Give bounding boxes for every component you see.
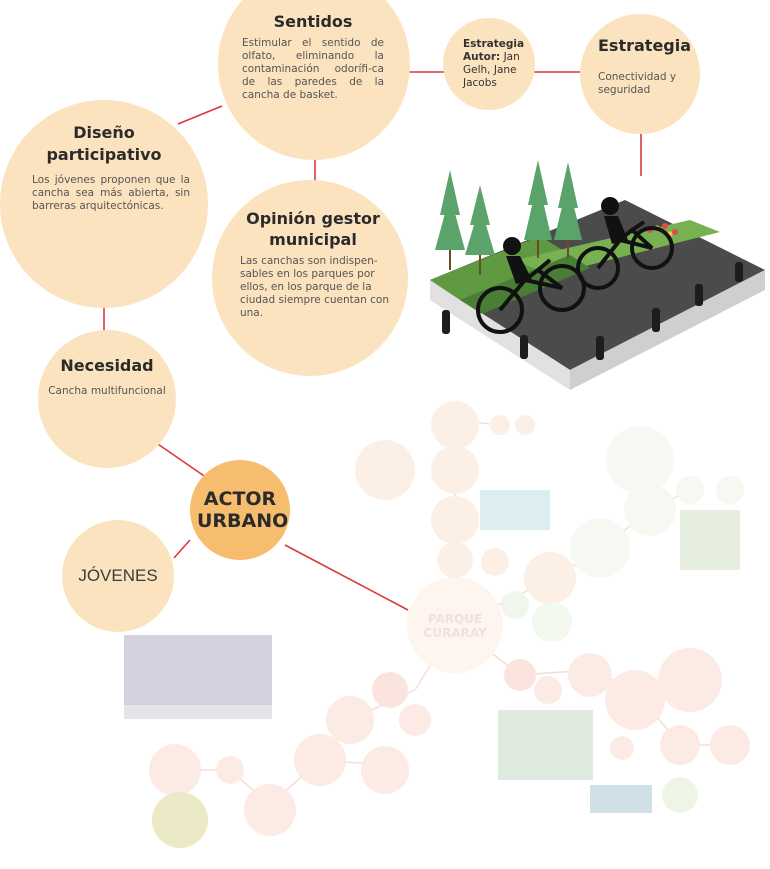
node-estrategia: Estrategia Conectividad y seguridad (580, 14, 700, 134)
cyclist-back (576, 220, 674, 290)
sentidos-text: Estimular el sentido de olfato, eliminan… (242, 37, 384, 101)
connector-diseno-sentidos (177, 105, 223, 125)
necesidad-text: Cancha multifuncional (48, 385, 166, 397)
node-jovenes: JÓVENES (62, 520, 174, 632)
opinion-title: Opinión gestor municipal (246, 209, 380, 249)
faded-parque-label: PARQUE CURARAY (423, 612, 487, 640)
node-sentidos: Sentidos Estimular el sentido de olfato,… (218, 0, 410, 160)
node-estrategia-autor: Estrategia Autor: Jan Gelh, Jane Jacobs (443, 18, 535, 110)
jovenes-title: JÓVENES (78, 566, 158, 585)
estrategia-autor-text: Jan Gelh, Jane Jacobs (463, 51, 520, 89)
node-actor-urbano: ACTOR URBANO (190, 460, 290, 560)
diseno-title: Diseño participativo (46, 123, 162, 164)
diseno-text: Los jóvenes proponen que la cancha sea m… (32, 174, 190, 212)
estrategia-text: Conectividad y seguridad (598, 71, 677, 96)
actor-urbano-title: ACTOR URBANO (197, 488, 289, 532)
cyclist-front (476, 258, 586, 334)
connector-necesidad-actor (151, 439, 211, 481)
connector-actor-parque (284, 544, 409, 611)
bike-lane-illustration (430, 160, 765, 390)
connector-actor-jovenes (173, 539, 191, 559)
node-opinion-gestor: Opinión gestor municipal Las canchas son… (212, 180, 408, 376)
node-necesidad: Necesidad Cancha multifuncional (38, 330, 176, 468)
sentidos-title: Sentidos (273, 12, 353, 31)
estrategia-autor-label: Estrategia Autor: (463, 38, 525, 63)
opinion-text: Las canchas son indispen-sables en los p… (240, 255, 390, 319)
estrategia-title: Estrategia (598, 36, 692, 55)
node-diseno-participativo: Diseño participativo Los jóvenes propone… (0, 100, 208, 308)
necesidad-title: Necesidad (60, 356, 154, 375)
